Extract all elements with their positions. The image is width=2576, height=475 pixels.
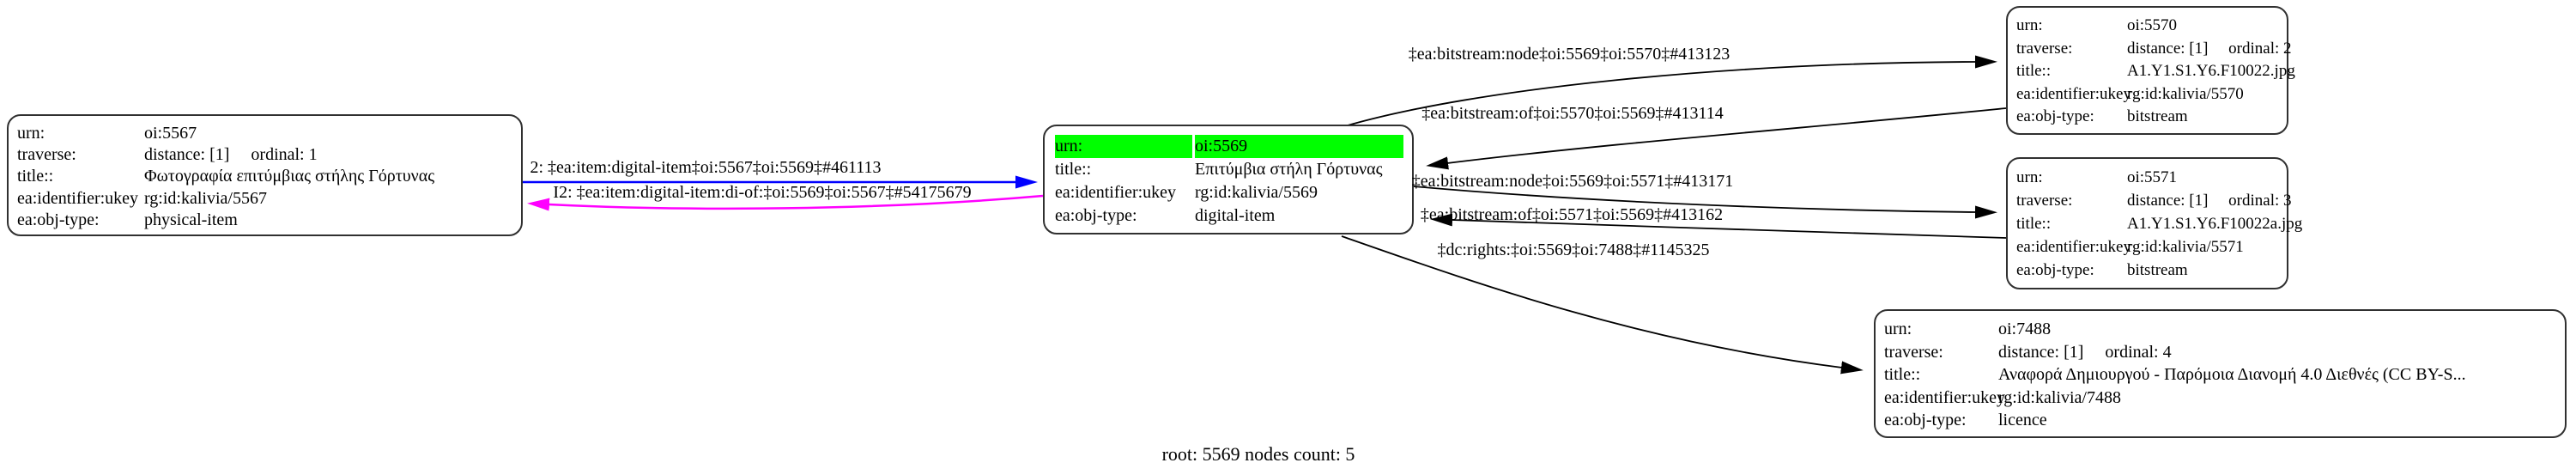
field-label: urn: [2016, 168, 2043, 186]
node-row: urn: oi:5567 [17, 123, 512, 144]
field-value: rg:id:kalivia/5567 [144, 188, 267, 208]
node-row: ea:obj-type: physical-item [17, 210, 512, 231]
graph-caption: root: 5569 nodes count: 5 [1161, 443, 1355, 465]
edge-label-digital-item-forward: 2: ‡ea:item:digital-item‡oi:5567‡oi:5569… [530, 158, 882, 177]
node-row: title:: Επιτύμβια στήλη Γόρτυνας [1055, 158, 1403, 181]
node-row: ea:identifier:ukey rg:id:kalivia/5567 [17, 188, 512, 210]
field-label: urn: [1055, 135, 1192, 158]
node-oi-5567: urn: oi:5567 traverse: distance: [1] ord… [7, 114, 523, 236]
field-label: ea:obj-type: [2016, 107, 2094, 125]
node-row: urn: oi:5571 [2016, 166, 2278, 189]
field-value: oi:5567 [144, 124, 197, 143]
field-label: title:: [1884, 365, 1921, 384]
field-value: digital-item [1195, 206, 1276, 225]
field-value: oi:5569 [1195, 135, 1403, 158]
field-label: traverse: [2016, 39, 2073, 58]
node-row: urn: oi:7488 [1884, 318, 2556, 341]
edge-label-dc-rights-7488: ‡dc:rights:‡oi:5569‡oi:7488‡#1145325 [1437, 241, 1710, 259]
node-row: ea:obj-type: bitstream [2016, 106, 2278, 129]
edge-bitstream-node-5570 [1347, 55, 1997, 126]
field-label: ea:identifier:ukey [1884, 387, 2006, 407]
field-label: traverse: [17, 145, 76, 165]
field-label: ea:obj-type: [2016, 261, 2094, 279]
field-value: A1.Y1.S1.Y6.F10022.jpg [2127, 62, 2295, 80]
field-value: rg:id:kalivia/7488 [1998, 387, 2121, 407]
node-row: ea:identifier:ukey rg:id:kalivia/5570 [2016, 83, 2278, 107]
node-row: title:: A1.Y1.S1.Y6.F10022a.jpg [2016, 212, 2302, 235]
field-label: urn: [2016, 16, 2043, 34]
field-value: distance: [1] ordinal: 4 [1998, 342, 2172, 362]
field-label: traverse: [2016, 192, 2073, 210]
field-value: physical-item [144, 210, 238, 229]
node-oi-5571: urn: oi:5571 traverse: distance: [1] ord… [2006, 157, 2302, 289]
node-row: traverse: distance: [1] ordinal: 2 [2016, 38, 2292, 61]
field-label: title:: [2016, 215, 2052, 233]
field-value: bitstream [2127, 107, 2188, 125]
edge-bitstream-of-5570 [1426, 107, 2007, 170]
field-label: ea:identifier:ukey [2016, 84, 2131, 103]
node-row: urn: oi:5570 [2016, 15, 2278, 38]
node-row: ea:identifier:ukey rg:id:kalivia/5571 [2016, 235, 2278, 259]
field-label: ea:obj-type: [1884, 411, 1967, 429]
field-label: title:: [2016, 62, 2052, 80]
node-row: ea:obj-type: digital-item [1055, 204, 1403, 228]
edge-bitstream-node-5571 [1413, 186, 1997, 219]
field-label: ea:identifier:ukey [17, 188, 139, 208]
edge-label-bitstream-of-5570: ‡ea:bitstream:of‡oi:5570‡oi:5569‡#413114 [1421, 104, 1724, 123]
field-value: Επιτύμβια στήλη Γόρτυνας [1195, 160, 1383, 179]
field-label: traverse: [1884, 342, 1943, 362]
field-value: Αναφορά Δημιουργού - Παρόμοια Διανομή 4.… [1998, 365, 2466, 384]
edge-label-bitstream-of-5571: ‡ea:bitstream:of‡oi:5571‡oi:5569‡#413162 [1420, 205, 1724, 224]
field-label: ea:obj-type: [17, 210, 100, 229]
edge-digital-item-inverse [527, 194, 1044, 211]
node-row: traverse: distance: [1] ordinal: 4 [1884, 341, 2556, 364]
field-value: Φωτογραφία επιτύμβιας στήλης Γόρτυνας [144, 167, 435, 186]
field-label: title:: [17, 167, 54, 186]
field-value: licence [1998, 411, 2047, 429]
node-oi-7488: urn: oi:7488 traverse: distance: [1] ord… [1874, 309, 2567, 438]
field-value: rg:id:kalivia/5569 [1195, 183, 1318, 202]
edge-label-bitstream-node-5570: ‡ea:bitstream:node‡oi:5569‡oi:5570‡#4131… [1408, 45, 1730, 64]
node-row: title:: Φωτογραφία επιτύμβιας στήλης Γόρ… [17, 166, 512, 187]
edge-dc-rights-7488 [1341, 235, 1864, 375]
field-value: distance: [1] ordinal: 1 [144, 145, 318, 165]
edge-label-digital-item-inverse: I2: ‡ea:item:digital-item:di-of:‡oi:5569… [553, 183, 972, 202]
node-oi-5569-root: urn: oi:5569 title:: Επιτύμβια στήλη Γόρ… [1043, 125, 1414, 234]
node-row: ea:obj-type: bitstream [2016, 259, 2278, 282]
node-row: traverse: distance: [1] ordinal: 1 [17, 144, 512, 166]
node-row: title:: Αναφορά Δημιουργού - Παρόμοια Δι… [1884, 363, 2556, 387]
node-row: ea:identifier:ukey rg:id:kalivia/7488 [1884, 387, 2556, 410]
field-label: title:: [1055, 160, 1092, 179]
field-label: urn: [17, 124, 45, 143]
node-row: ea:obj-type: licence [1884, 409, 2556, 432]
field-label: ea:identifier:ukey [1055, 183, 1177, 202]
field-value: A1.Y1.S1.Y6.F10022a.jpg [2127, 215, 2303, 233]
edge-label-bitstream-node-5571: ‡ea:bitstream:node‡oi:5569‡oi:5571‡#4131… [1411, 172, 1734, 191]
node-row-highlighted: urn: oi:5569 [1055, 135, 1403, 158]
field-label: ea:identifier:ukey [2016, 238, 2131, 256]
edge-bitstream-of-5571 [1430, 213, 2007, 239]
node-row: title:: A1.Y1.S1.Y6.F10022.jpg [2016, 60, 2295, 83]
field-label: ea:obj-type: [1055, 206, 1137, 225]
field-value: rg:id:kalivia/5571 [2127, 238, 2244, 256]
node-oi-5570: urn: oi:5570 traverse: distance: [1] ord… [2006, 6, 2295, 135]
node-row: ea:identifier:ukey rg:id:kalivia/5569 [1055, 181, 1403, 204]
field-value: distance: [1] ordinal: 3 [2127, 192, 2292, 210]
field-value: oi:5570 [2127, 16, 2178, 34]
node-row: traverse: distance: [1] ordinal: 3 [2016, 189, 2292, 212]
field-value: distance: [1] ordinal: 2 [2127, 39, 2292, 58]
field-value: bitstream [2127, 261, 2188, 279]
field-value: oi:5571 [2127, 168, 2178, 186]
field-label: urn: [1884, 320, 1912, 338]
field-value: rg:id:kalivia/5570 [2127, 84, 2244, 103]
field-value: oi:7488 [1998, 320, 2052, 338]
